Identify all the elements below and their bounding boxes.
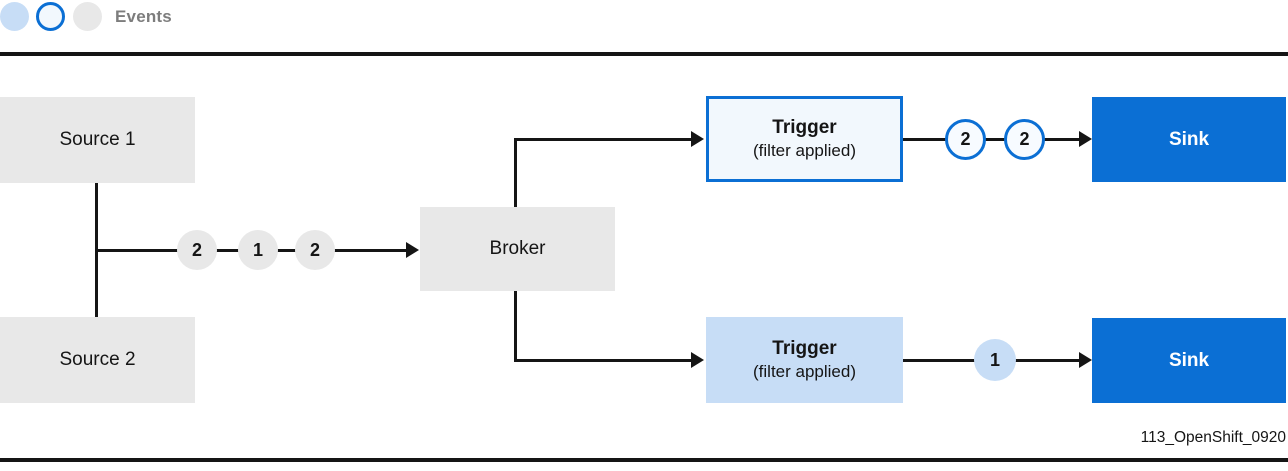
event-badge: 2 xyxy=(177,230,217,270)
figure-caption: 113_OpenShift_0920 xyxy=(1140,429,1286,446)
broker-to-trigger1-line xyxy=(514,138,692,141)
broker-to-trigger1-vertical-line xyxy=(514,139,517,208)
source2-label: Source 2 xyxy=(59,349,136,370)
trigger1-title: Trigger xyxy=(772,117,837,138)
trigger1-subtitle: (filter applied) xyxy=(753,141,856,160)
event-badge-value: 1 xyxy=(252,239,263,260)
event-badge-value: 1 xyxy=(989,349,1000,370)
sink-top-label: Sink xyxy=(1168,128,1210,150)
arrowhead-into-broker-icon xyxy=(406,242,419,258)
event-badge-value: 2 xyxy=(191,239,202,260)
outlined-event-circle-icon xyxy=(36,2,65,31)
arrowhead-into-sink-bottom-icon xyxy=(1079,352,1092,368)
broker-to-trigger2-vertical-line xyxy=(514,291,517,362)
event-badge: 1 xyxy=(974,339,1016,381)
source2-node: Source 2 xyxy=(0,317,195,403)
trigger2-title: Trigger xyxy=(772,338,837,359)
event-badge: 2 xyxy=(1004,119,1045,160)
blue-event-circle-icon xyxy=(0,2,29,31)
trigger1-node: Trigger (filter applied) xyxy=(706,96,903,182)
sink-bottom-node: Sink xyxy=(1092,318,1286,403)
legend-title: Events xyxy=(115,7,172,26)
arrowhead-into-trigger2-icon xyxy=(691,352,704,368)
event-badge-value: 2 xyxy=(1019,129,1030,149)
event-badge-value: 2 xyxy=(309,239,320,260)
broker-label: Broker xyxy=(489,238,546,259)
broker-node: Broker xyxy=(420,207,615,291)
event-badge: 2 xyxy=(295,230,335,270)
sink-bottom-label: Sink xyxy=(1168,349,1210,371)
top-rule xyxy=(0,52,1288,56)
broker-to-trigger2-line xyxy=(514,359,692,362)
arrowhead-into-trigger1-icon xyxy=(691,131,704,147)
trigger1-to-sink-line xyxy=(903,138,1080,141)
gray-event-circle-icon xyxy=(73,2,102,31)
event-badge: 2 xyxy=(945,119,986,160)
trigger2-node: Trigger (filter applied) xyxy=(706,317,903,403)
sink-top-node: Sink xyxy=(1092,97,1286,182)
trigger2-subtitle: (filter applied) xyxy=(753,362,856,381)
event-badge-value: 2 xyxy=(960,129,971,149)
arrowhead-into-sink-top-icon xyxy=(1079,131,1092,147)
bottom-rule xyxy=(0,458,1288,462)
source1-label: Source 1 xyxy=(59,129,136,150)
event-badge: 1 xyxy=(238,230,278,270)
source1-node: Source 1 xyxy=(0,97,195,183)
